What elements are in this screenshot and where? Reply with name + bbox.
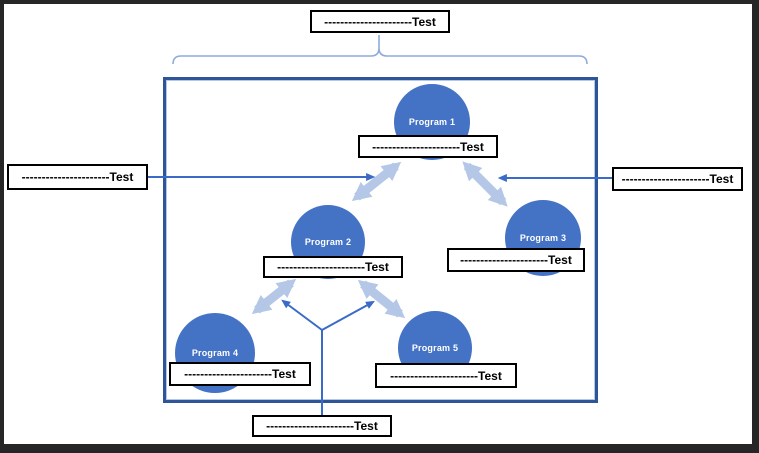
- label-box-program-4-text: ----------------------Test: [184, 367, 296, 381]
- label-box-bottom-text: ----------------------Test: [266, 419, 378, 433]
- label-box-program-4[interactable]: ----------------------Test: [169, 362, 311, 386]
- label-box-left-text: ----------------------Test: [21, 170, 134, 184]
- node-program-3-name: Program 3: [519, 233, 567, 243]
- label-box-right[interactable]: ----------------------Test: [612, 167, 743, 191]
- node-program-4-name: Program 4: [191, 348, 239, 358]
- label-box-right-text: ----------------------Test: [621, 172, 734, 186]
- label-box-bottom[interactable]: ----------------------Test: [252, 415, 392, 437]
- node-program-2-name: Program 2: [304, 237, 352, 247]
- container-rect[interactable]: [163, 77, 598, 403]
- label-box-program-1[interactable]: ----------------------Test: [358, 135, 498, 158]
- label-box-top[interactable]: ----------------------Test: [310, 10, 450, 33]
- label-box-program-1-text: ----------------------Test: [372, 139, 484, 154]
- label-box-program-3-text: ----------------------Test: [460, 253, 572, 267]
- label-box-program-5-text: ----------------------Test: [390, 368, 502, 383]
- label-box-program-5[interactable]: ----------------------Test: [375, 363, 517, 388]
- label-box-left[interactable]: ----------------------Test: [7, 164, 148, 190]
- label-box-top-text: ----------------------Test: [324, 14, 436, 29]
- label-box-program-2[interactable]: ----------------------Test: [263, 256, 403, 278]
- node-program-1-name: Program 1: [408, 117, 456, 127]
- node-program-5-name: Program 5: [411, 343, 459, 353]
- label-box-program-2-text: ----------------------Test: [277, 260, 389, 274]
- label-box-program-3[interactable]: ----------------------Test: [447, 248, 585, 272]
